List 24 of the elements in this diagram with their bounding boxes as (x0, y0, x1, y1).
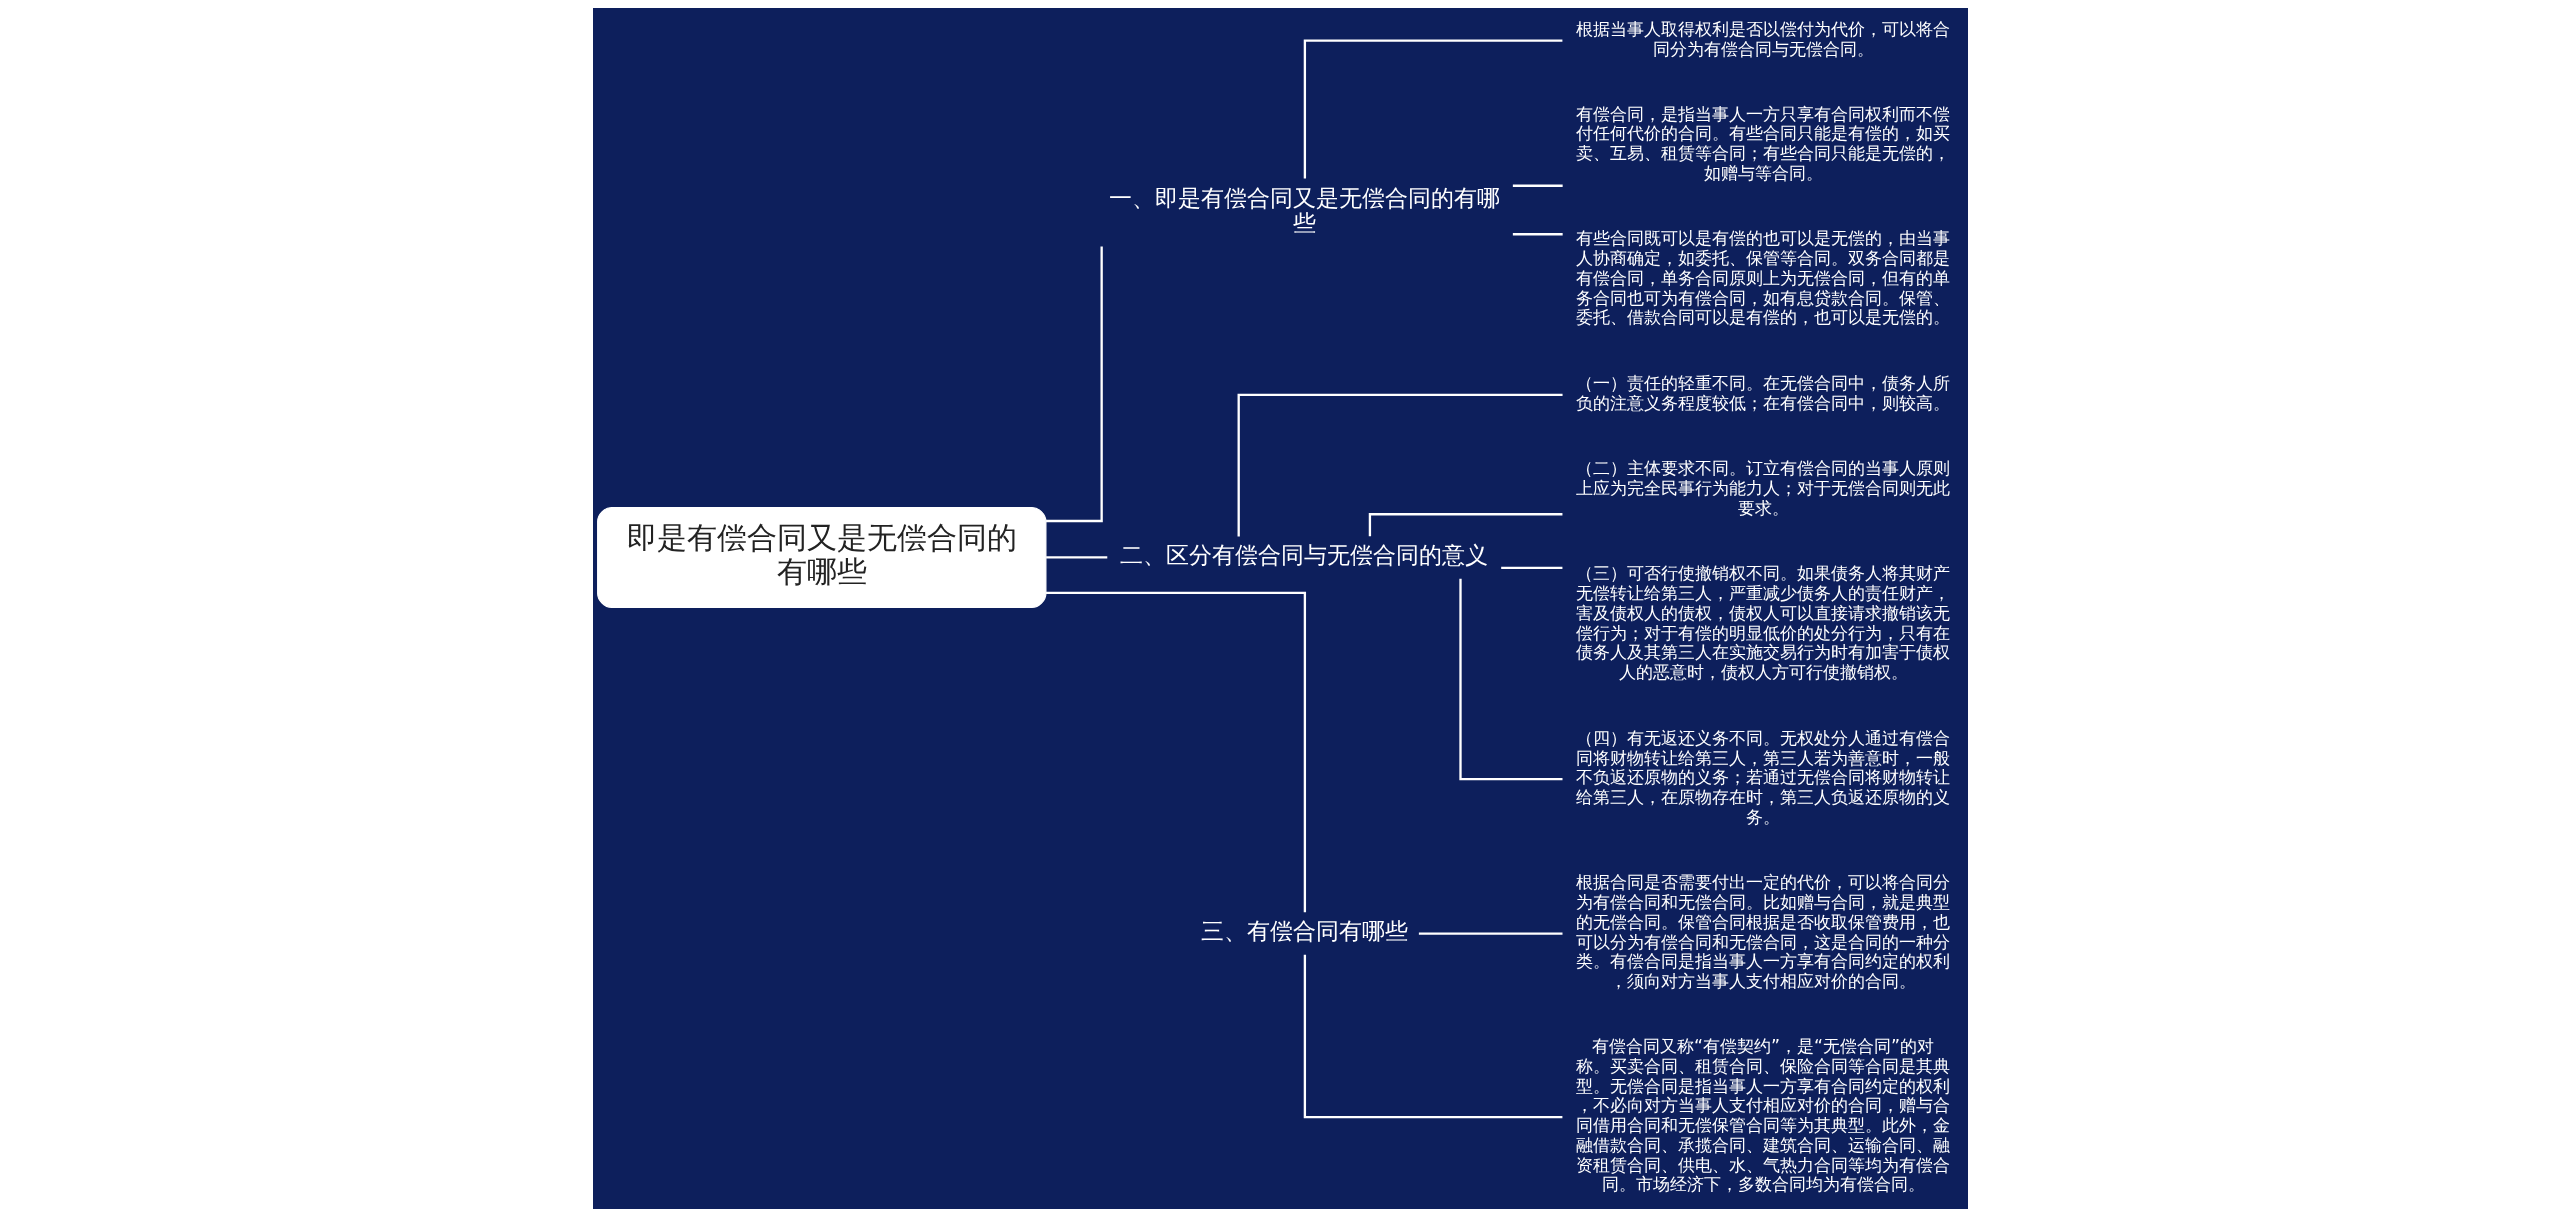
node-text: 有偿合同又称“有偿契约”，是“无偿合同”的对称。买卖合同、租赁合同、保险合同等合同是其典型。无偿合同是指当事人一方享有合同约定的权利，不必向对方当事人支付相应对价的合同，赠与合同借用合同和无偿保管合同等为其典型。此外，金融借款合同、承揽合同、建筑合同、运输合同、融资租赁合同、供电、水、气热力合同等均为有偿合同。市场经济下，多数合同均为有偿合同。 (1575, 1036, 1950, 1195)
node-text: （一）责任的轻重不同。在无偿合同中，债务人所负的注意义务程度较低；在有偿合同中，则较高。 (1575, 373, 1950, 413)
node-text: 三、有偿合同有哪些 (1200, 917, 1408, 945)
connector (1303, 954, 1562, 1119)
connector (1512, 184, 1563, 187)
connector (1458, 578, 1562, 781)
connector (1045, 591, 1306, 913)
node-text: 二、区分有偿合同与无偿合同的意义 (1119, 541, 1488, 569)
connector (1237, 393, 1563, 537)
connector (1418, 932, 1562, 935)
connector (1045, 246, 1103, 523)
node-text: 根据当事人取得权利是否以偿付为代价，可以将合同分为有偿合同与无偿合同。 (1575, 18, 1950, 59)
node-text: （三）可否行使撤销权不同。如果债务人将其财产无偿转让给第三人，严重减少债务人的责任财产，害及债权人的债权，债权人可以直接请求撤销该无偿行为；对于有偿的明显低价的处分行为，只有在债务人及其第三人在实施交易行为时有加害于债权人的恶意时，债权人方可行使撤销权。 (1575, 563, 1950, 683)
connector (1500, 566, 1562, 569)
node-text: （二）主体要求不同。订立有偿合同的当事人原则上应为完全民事行为能力人；对于无偿合同则无此要求。 (1575, 458, 1950, 518)
node-text: （四）有无返还义务不同。无权处分人通过有偿合同将财物转让给第三人，第三人若为善意时，一般不负返还原物的义务；若通过无偿合同将财物转让给第三人，在原物存在时，第三人负返还原物的义务。 (1575, 727, 1950, 827)
connector (1045, 556, 1107, 559)
connector (1512, 233, 1563, 236)
node-box: 即是有偿合同又是无偿合同的有哪些 (596, 506, 1046, 608)
node-text: 有偿合同，是指当事人一方只享有合同权利而不偿付任何代价的合同。有些合同只能是有偿的，如买卖、互易、租赁等合同；有些合同只能是无偿的，如赠与等合同。 (1575, 103, 1950, 183)
node-text: 一、即是有偿合同又是无偿合同的有哪些 (1108, 183, 1500, 237)
connector (1303, 39, 1562, 179)
node-text: 有些合同既可以是有偿的也可以是无偿的，由当事人协商确定，如委托、保管等合同。双务合同都是有偿合同，单务合同原则上为无偿合同，但有的单务合同也可为有偿合同，如有息贷款合同。保管、委托、借款合同可以是有偿的，也可以是无偿的。 (1575, 228, 1950, 328)
node-text: 根据合同是否需要付出一定的代价，可以将合同分为有偿合同和无偿合同。比如赠与合同，就是典型的无偿合同。保管合同根据是否收取保管费用，也可以分为有偿合同和无偿合同，这是合同的一种分类。有偿合同是指当事人一方享有合同约定的权利，须向对方当事人支付相应对价的合同。 (1575, 872, 1950, 992)
